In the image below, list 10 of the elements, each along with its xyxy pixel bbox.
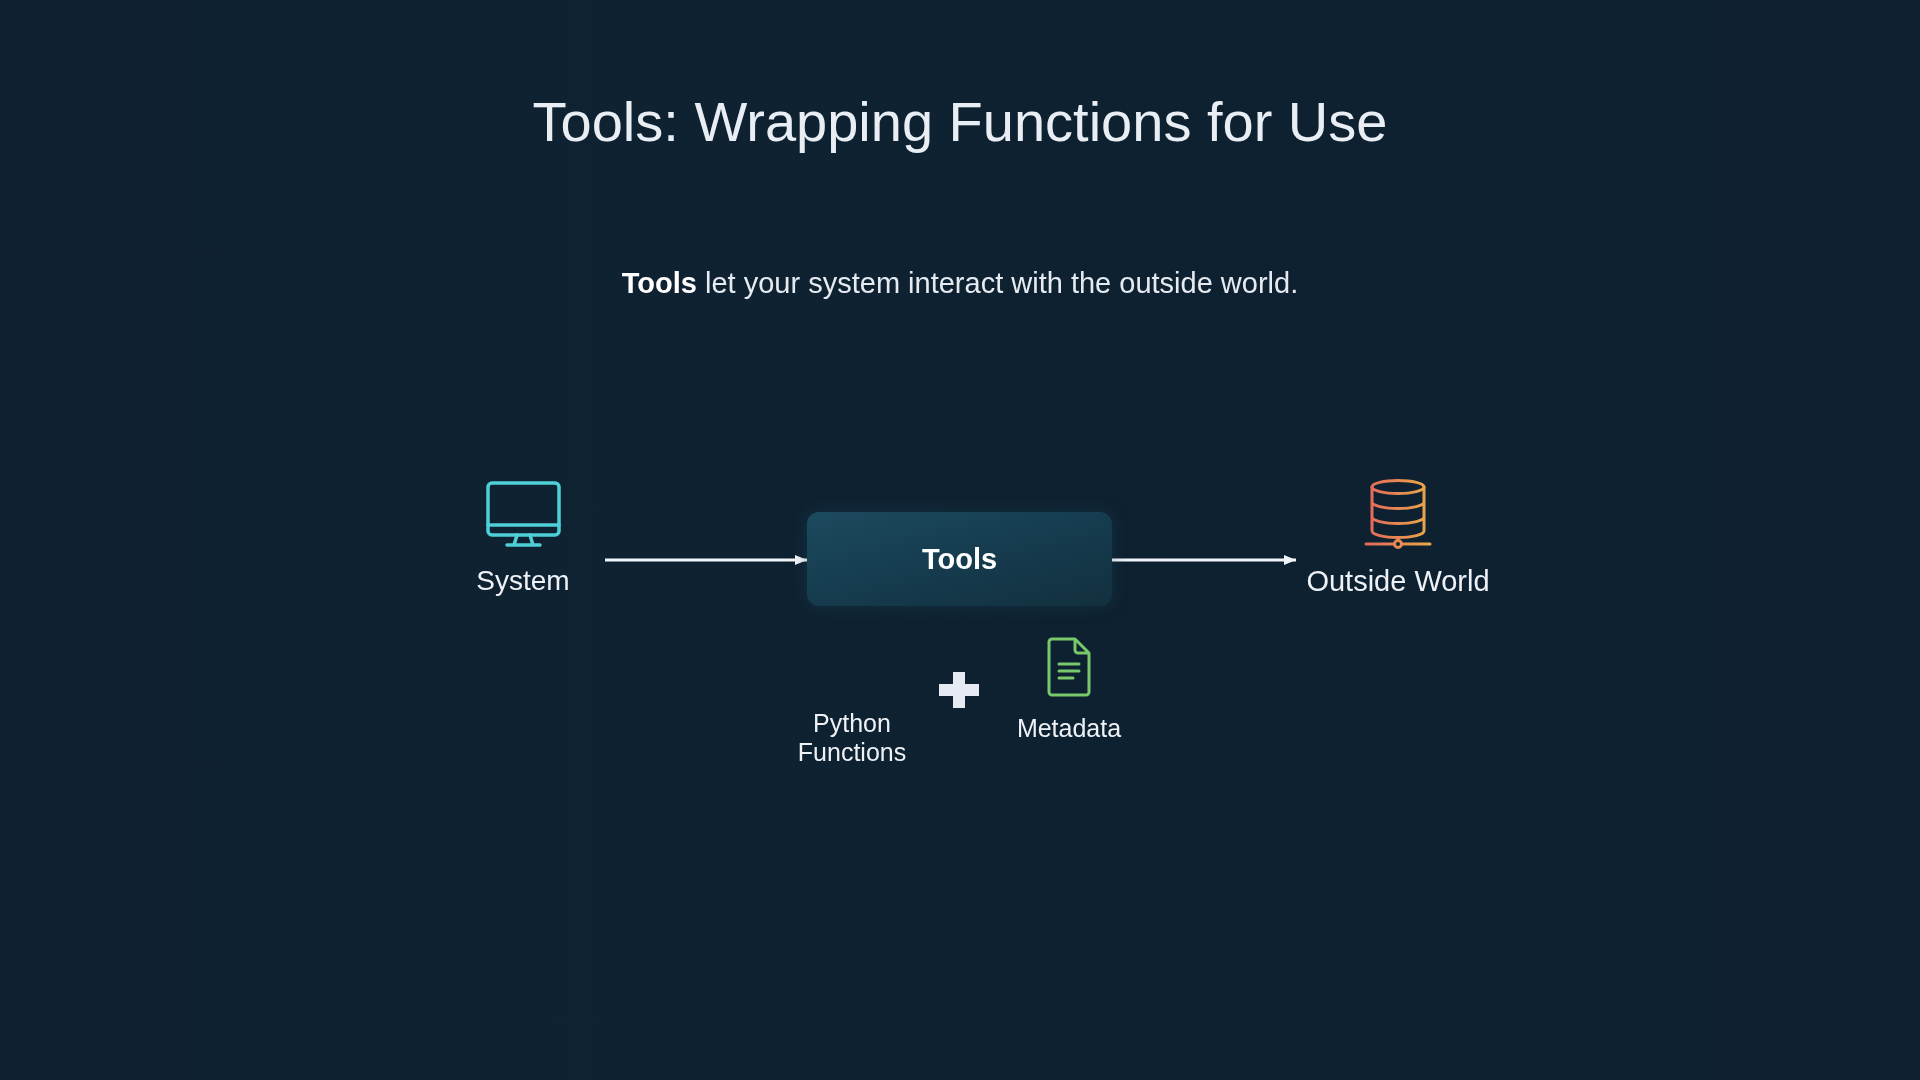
subtitle: Tools let your system interact with the outside world. [621, 266, 1299, 301]
node-label: System [476, 565, 570, 597]
arrow [1112, 555, 1296, 565]
node-label: Outside World [1306, 565, 1490, 598]
node-label: Metadata [1016, 714, 1122, 743]
title: Tools: Wrapping Functions for Use [532, 89, 1388, 155]
arrow [605, 555, 807, 565]
node-label: Python Functions [796, 709, 908, 767]
node-label: Tools [921, 542, 998, 576]
process-box [807, 512, 1112, 606]
